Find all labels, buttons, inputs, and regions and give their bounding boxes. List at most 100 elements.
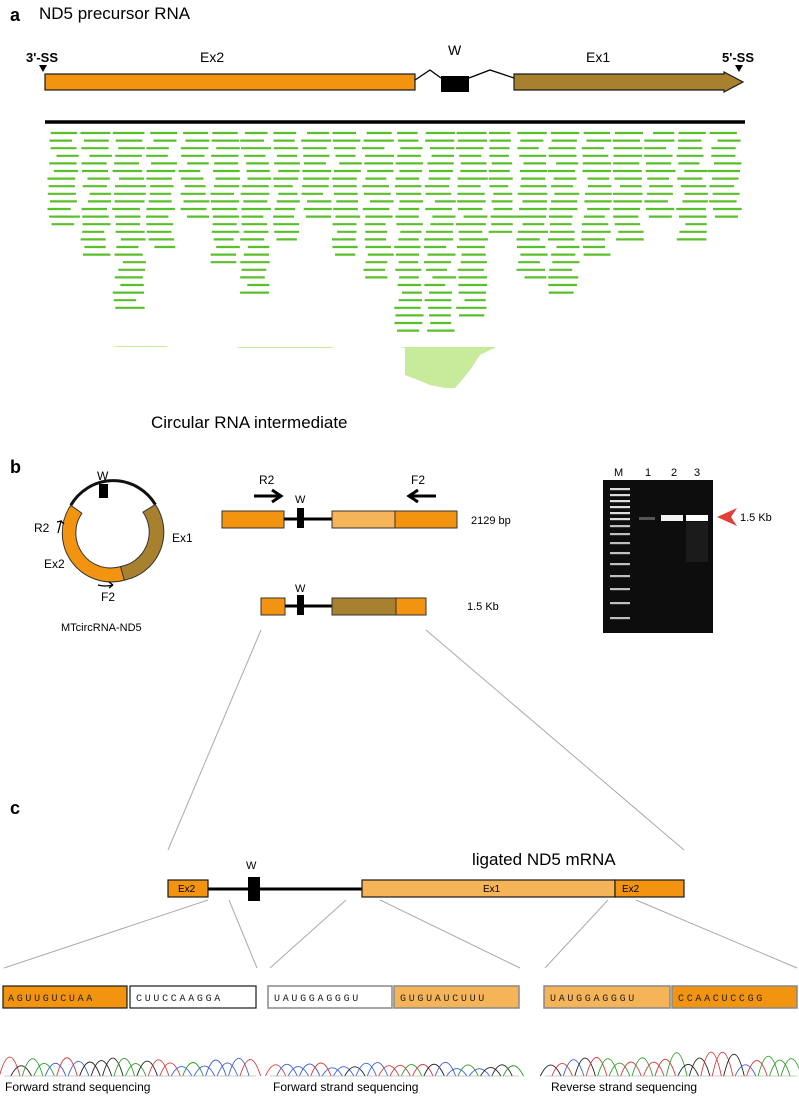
construct-bottom-ex2	[260, 597, 286, 616]
chromatogram-peak	[102, 1057, 124, 1077]
coverage-peak-2	[235, 347, 335, 348]
chromatogram-peak	[654, 1058, 677, 1077]
primer-f2-arrow-icon	[406, 488, 436, 504]
construct-top-size: 2129 bp	[471, 515, 511, 527]
chromatogram-peak	[265, 1064, 287, 1077]
ladder-band	[610, 602, 630, 605]
panel-c-letter: c	[10, 798, 20, 818]
ss5-label: 5'-SS	[722, 50, 754, 65]
intron-right-line	[468, 69, 515, 79]
ladder-band	[610, 525, 630, 528]
circle-name: MTcircRNA-ND5	[61, 622, 142, 634]
chromatogram-peak	[378, 1065, 400, 1077]
ligated-ex2-right	[614, 879, 685, 898]
junction2-line-left	[269, 899, 347, 969]
coverage-peak-3	[400, 347, 495, 388]
chromatogram-peak	[44, 1062, 67, 1077]
chromatogram-peak	[620, 1061, 642, 1077]
ligated-ex2-left-label: Ex2	[178, 884, 196, 895]
seq2-label: Forward strand sequencing	[273, 1080, 418, 1094]
chromatogram-peak	[562, 1059, 585, 1077]
gel-lane-3-label: 3	[694, 467, 700, 479]
circle-exon1-arc	[119, 503, 165, 581]
chromatogram-peak	[734, 1064, 757, 1077]
chromatogram-peak	[502, 1065, 524, 1077]
chromatogram-peak	[608, 1062, 631, 1077]
chromatogram-peak	[780, 1058, 799, 1077]
chromatogram-peak	[287, 1066, 309, 1077]
read-alignment-track	[47, 131, 742, 332]
construct-top-ex1	[331, 510, 396, 529]
chromatogram-peak	[193, 1065, 216, 1077]
chromatogram-peak	[723, 1053, 745, 1077]
primer-r2-label: R2	[259, 473, 275, 487]
exon1-label: Ex1	[586, 49, 610, 65]
gel-lane-3-smear	[686, 522, 708, 562]
ss3-label: 3'-SS	[26, 50, 58, 65]
ligated-title: ligated ND5 mRNA	[472, 850, 616, 869]
chromatogram-peak	[0, 1056, 21, 1077]
ladder-band	[610, 494, 630, 497]
gel-ladder-lane	[610, 488, 630, 620]
circle-exon2-arc	[61, 504, 126, 583]
seq1-intron-box	[129, 985, 257, 1009]
chromatogram-peak	[21, 1058, 44, 1077]
zoom-line-left	[167, 629, 262, 851]
chromatogram-peak	[182, 1062, 204, 1077]
chromatogram-peak	[170, 1066, 193, 1077]
circle-ex1-label: Ex1	[172, 531, 193, 545]
w-label: W	[448, 42, 462, 58]
exon2-bar	[44, 73, 416, 91]
chromatogram-peak	[551, 1062, 573, 1077]
construct-bottom-ex2-right	[395, 597, 427, 616]
ladder-band	[610, 563, 630, 566]
circle-r2-arrow-icon	[56, 520, 65, 534]
ladder-band	[610, 617, 630, 620]
chromatogram-peak	[597, 1058, 619, 1077]
circle-f2-label: F2	[101, 590, 115, 604]
gel-lane-3-band	[686, 515, 708, 521]
construct-top-w-label: W	[295, 494, 306, 506]
seq1-exon-text: AGUUGUCUAA	[8, 994, 95, 1005]
chromatogram-peak	[539, 1064, 562, 1077]
chromatogram-peak	[124, 1063, 147, 1077]
ladder-band	[610, 552, 630, 555]
seq1-exon-box	[2, 985, 128, 1009]
chromatogram-peak	[688, 1057, 711, 1077]
chromatogram-peak	[216, 1062, 239, 1077]
ligated-ex2-right-label: Ex2	[622, 884, 640, 895]
chromatogram-2	[265, 1061, 524, 1077]
seq1-label: Forward strand sequencing	[5, 1080, 150, 1094]
ligated-w-label: W	[246, 860, 257, 872]
ladder-band	[610, 512, 630, 515]
ligated-ex1-label: Ex1	[483, 884, 501, 895]
chromatogram-peak	[136, 1060, 158, 1077]
circle-w-block	[99, 484, 108, 498]
ligated-w-block	[248, 877, 260, 901]
ladder-band	[610, 500, 630, 503]
chromatogram-peak	[333, 1066, 355, 1077]
panel-b-letter: b	[10, 457, 21, 477]
chromatogram-peak	[355, 1062, 377, 1077]
chromatogram-1	[0, 1056, 262, 1077]
chromatogram-peak	[468, 1068, 490, 1077]
zoom-line-right	[425, 629, 685, 851]
ladder-band	[610, 488, 630, 491]
chromatogram-peak	[298, 1063, 321, 1077]
seq3-label: Reverse strand sequencing	[551, 1080, 697, 1094]
junction3-line-left	[544, 899, 609, 969]
gel-lane-m-label: M	[614, 467, 623, 479]
chromatogram-peak	[457, 1064, 479, 1077]
junction3-line-right	[635, 899, 798, 969]
gel-lane-1-label: 1	[645, 467, 651, 479]
exon1-arrow	[513, 71, 745, 93]
seq1-intron-text: CUUCCAAGGA	[136, 994, 223, 1005]
ladder-band	[610, 588, 630, 591]
primer-r2-arrow-icon	[254, 488, 284, 504]
chromatogram-peak	[90, 1060, 113, 1077]
chromatogram-peak	[56, 1057, 78, 1077]
construct-top-ex2	[221, 510, 285, 529]
chromatogram-peak	[228, 1057, 250, 1077]
coverage-peak-1	[112, 346, 170, 347]
construct-top-w-block	[297, 508, 304, 528]
